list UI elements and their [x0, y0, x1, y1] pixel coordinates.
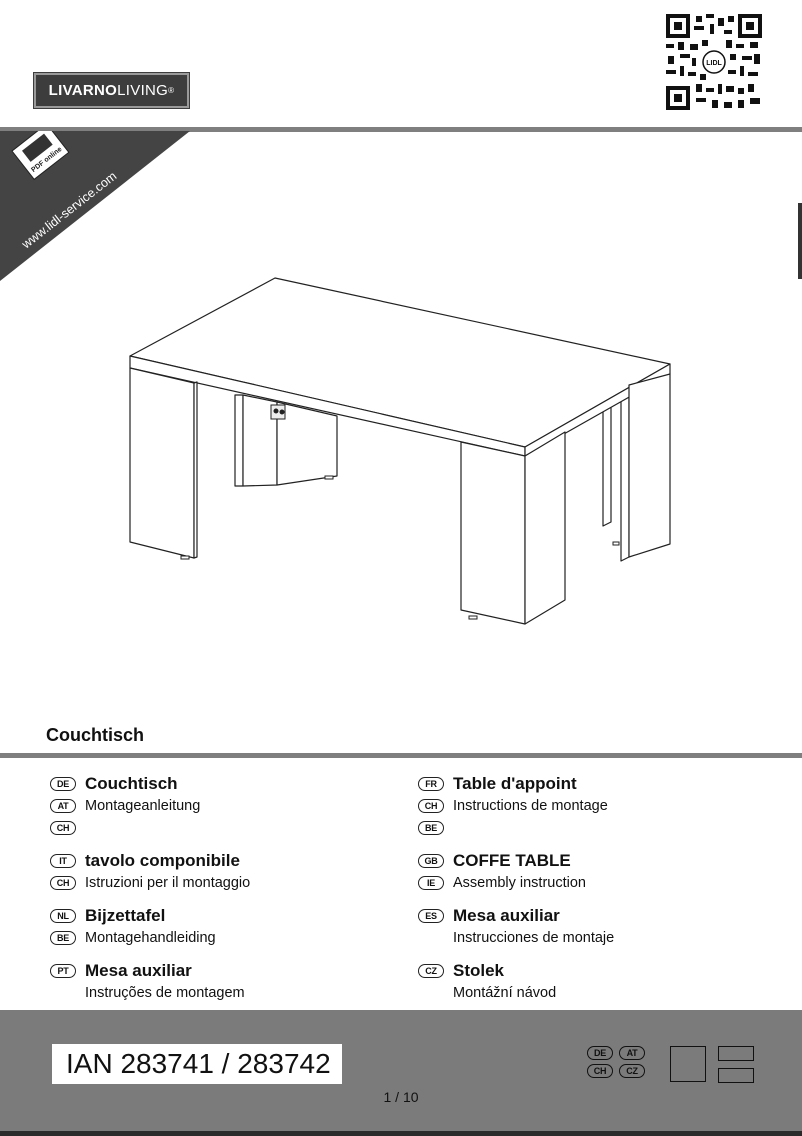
country-badge: IT — [50, 854, 76, 868]
brand-logo-bold: LIVARNO — [48, 82, 118, 99]
qr-code: LIDL — [666, 14, 762, 110]
country-badge: CH — [50, 876, 76, 890]
language-title: Table d'appoint — [453, 774, 577, 793]
language-title: Stolek — [453, 961, 505, 980]
language-subtitle: Montagehandleiding — [85, 930, 216, 946]
language-title: tavolo componibile — [85, 851, 240, 870]
language-block-es: ES Mesa auxiliar Instrucciones de montaje — [418, 905, 758, 949]
country-badge: PT — [50, 964, 76, 978]
country-badge: FR — [418, 777, 444, 791]
country-badge: IE — [418, 876, 444, 890]
country-badge: ES — [418, 909, 444, 923]
country-badge: CH — [50, 821, 76, 835]
footer-square-mark — [670, 1046, 706, 1082]
country-badge: DE — [50, 777, 76, 791]
country-badge: NL — [50, 909, 76, 923]
language-subtitle: Assembly instruction — [453, 875, 586, 891]
language-title: Mesa auxiliar — [85, 961, 192, 980]
country-badge: CH — [587, 1064, 613, 1078]
country-badge: AT — [50, 799, 76, 813]
page-number: 1 / 10 — [383, 1089, 419, 1105]
language-subtitle: Instrucciones de montaje — [453, 930, 615, 946]
language-block-fr: FR Table d'appoint CH Instructions de mont… — [418, 773, 758, 839]
country-badge: CH — [418, 799, 444, 813]
country-badge: CZ — [418, 964, 444, 978]
brand-logo-mark: ® — [168, 86, 175, 95]
language-block-gb: GB COFFE TABLE IE Assembly instruction — [418, 850, 758, 894]
footer-country-badges: DE AT CH CZ — [587, 1046, 653, 1082]
language-title: Bijzettafel — [85, 906, 166, 925]
country-badge: AT — [619, 1046, 645, 1060]
lidl-service-corner-banner[interactable]: PDF online www.lidl-service.com — [0, 131, 190, 281]
language-subtitle: Montážní návod — [453, 985, 557, 1001]
country-badge: GB — [418, 854, 444, 868]
language-block-de: DE Couchtisch AT Montageanleitung CH — [50, 773, 390, 839]
page-side-mark — [798, 203, 802, 279]
language-subtitle: Istruzioni per il montaggio — [85, 875, 251, 891]
language-title: Couchtisch — [85, 774, 178, 793]
language-subtitle: Instruções de montagem — [85, 985, 245, 1001]
ian-number: IAN 283741 / 283742 — [52, 1044, 342, 1084]
language-subtitle: Instructions de montage — [453, 798, 608, 814]
country-badge: CZ — [619, 1064, 645, 1078]
qr-center-label: LIDL — [706, 60, 722, 67]
header-rule — [0, 127, 802, 132]
language-block-cz: CZ Stolek Montážní návod — [418, 960, 758, 1004]
country-badge: DE — [587, 1046, 613, 1060]
brand-logo-light: LIVING — [117, 82, 169, 99]
language-title: Mesa auxiliar — [453, 906, 560, 925]
language-title: COFFE TABLE — [453, 851, 571, 870]
language-block-nl: NL Bijzettafel BE Montagehandleiding — [50, 905, 390, 949]
bottom-rule — [0, 1131, 802, 1136]
language-block-it: IT tavolo componibile CH Istruzioni per il… — [50, 850, 390, 894]
footer-rect-mark-top — [718, 1046, 754, 1061]
country-badge: BE — [50, 931, 76, 945]
coffee-table-illustration — [129, 277, 671, 625]
language-block-pt: PT Mesa auxiliar Instruções de montagem — [50, 960, 390, 1004]
country-badge: BE — [418, 821, 444, 835]
section-rule — [0, 753, 802, 758]
product-title: Couchtisch — [46, 725, 145, 745]
footer-rect-mark-bottom — [718, 1068, 754, 1083]
language-subtitle: Montageanleitung — [85, 798, 201, 814]
